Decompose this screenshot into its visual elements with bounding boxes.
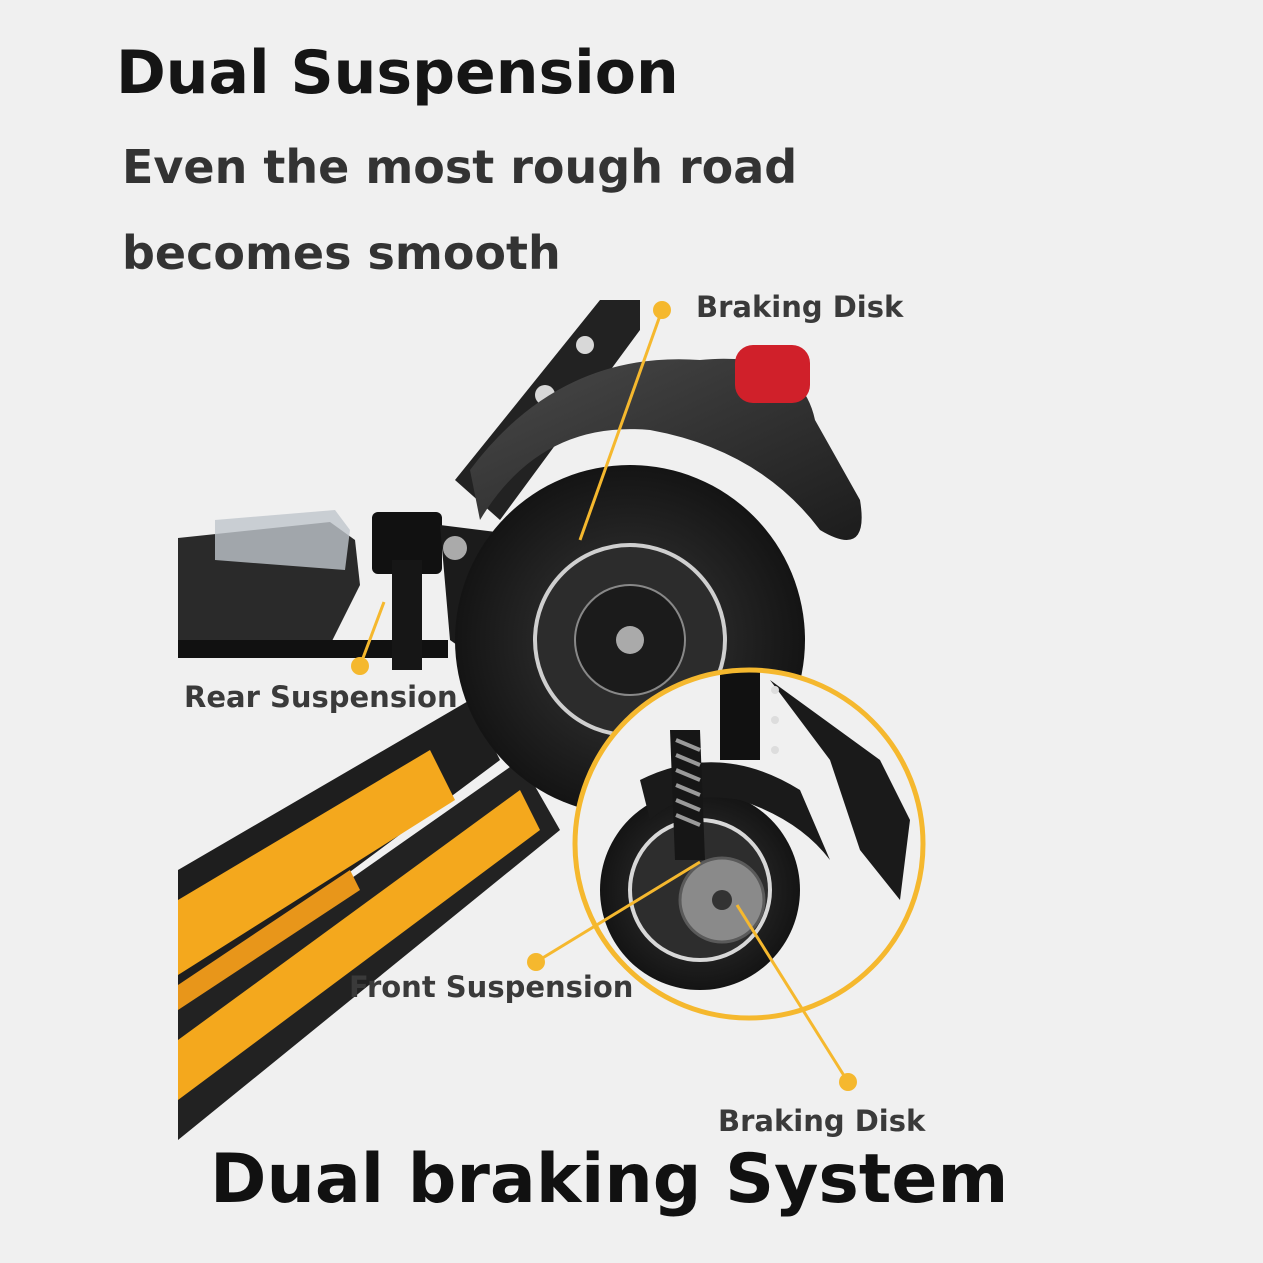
callout-braking-disk-top: Braking Disk: [696, 290, 904, 324]
subheadline-line-1: Even the most rough road: [122, 140, 798, 194]
scooter-deck: [178, 510, 448, 658]
footer-title: Dual braking System: [210, 1140, 1009, 1219]
headline: Dual Suspension: [116, 38, 679, 108]
front-wheel-inset: [572, 667, 926, 1021]
callout-rear-suspension: Rear Suspension: [184, 680, 458, 714]
callout-leaders: [351, 301, 857, 1091]
callout-braking-disk-bottom: Braking Disk: [718, 1104, 926, 1138]
callout-front-suspension: Front Suspension: [349, 970, 634, 1004]
subheadline-line-2: becomes smooth: [122, 226, 561, 280]
rear-fender: [455, 300, 862, 540]
speed-bump: [178, 700, 560, 1140]
